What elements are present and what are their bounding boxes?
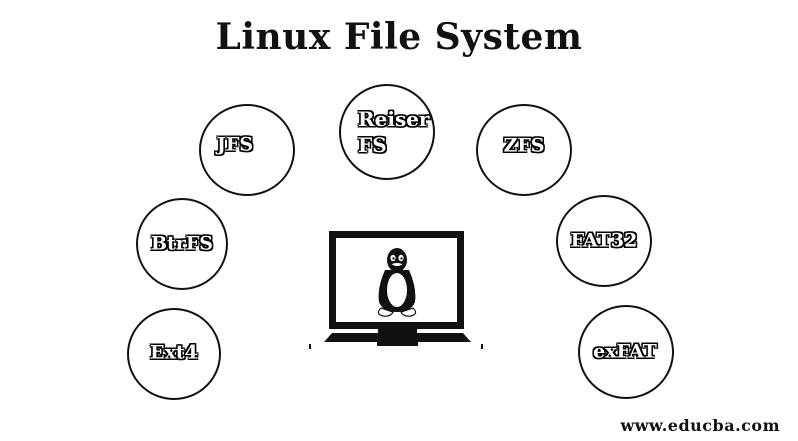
node-ext4-circle: [127, 308, 221, 400]
footer-website: www.educba.com: [620, 416, 780, 435]
monitor-base: [324, 333, 471, 342]
computer-with-tux-penguin-icon: [309, 231, 483, 349]
monitor-foot: [377, 342, 418, 346]
desk-tick-right: [481, 344, 483, 349]
node-btrfs-circle: [136, 198, 228, 290]
node-reiserfs-label: Reiser FS: [358, 106, 429, 158]
node-jfs-label: JFS: [216, 133, 254, 156]
desk-tick-left: [309, 344, 311, 349]
diagram-title: Linux File System: [215, 16, 583, 58]
node-jfs-circle: [199, 104, 295, 196]
node-reiserfs-label-line1: Reiser: [358, 107, 430, 131]
monitor-neck: [378, 329, 417, 333]
node-fat32-circle: [556, 195, 652, 287]
node-reiserfs-label-line2: FS: [358, 133, 387, 157]
node-ext4-label: Ext4: [150, 341, 198, 364]
node-exfat-circle: [578, 305, 674, 399]
tux-penguin-icon: [377, 248, 417, 317]
node-reiserfs-circle: [339, 84, 435, 180]
node-zfs-label: ZFS: [503, 134, 545, 157]
node-fat32-label: FAT32: [570, 229, 638, 252]
node-exfat-label: exFAT: [593, 340, 657, 363]
node-zfs-circle: [476, 104, 572, 196]
node-btrfs-label: BtrFS: [150, 232, 214, 255]
